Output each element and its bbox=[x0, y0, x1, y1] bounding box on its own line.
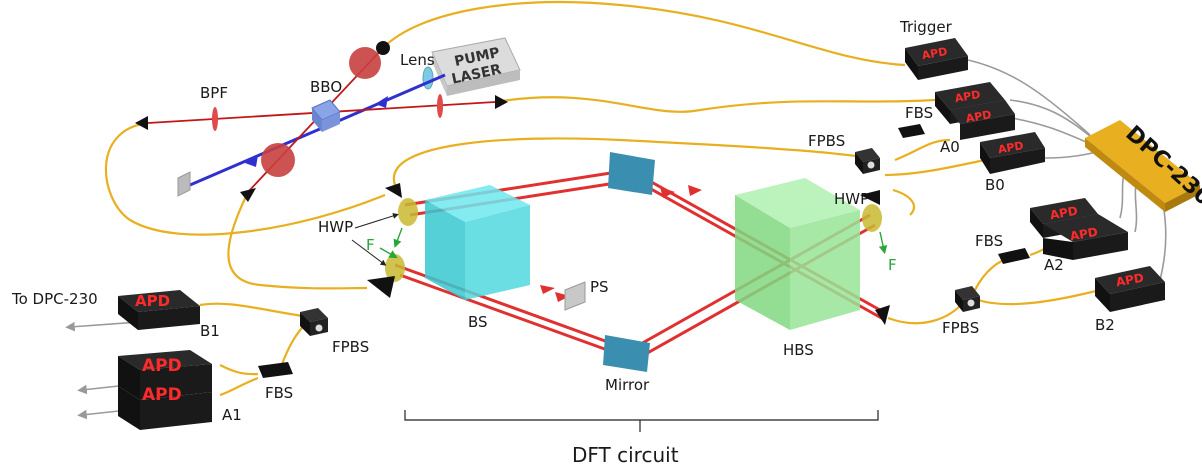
hbs-label: HBS bbox=[783, 341, 814, 359]
bpf-left bbox=[212, 107, 218, 131]
mirror-label: Mirror bbox=[605, 376, 650, 394]
pump-laser: PUMP LASER bbox=[431, 37, 521, 96]
b0-label: B0 bbox=[985, 176, 1005, 194]
detectors-right: APD Trigger APD APD A0 FBS FPBS bbox=[808, 18, 1202, 337]
svg-text:APD: APD bbox=[1069, 225, 1099, 244]
bpf-label: BPF bbox=[200, 84, 228, 102]
f-label-left: F bbox=[366, 236, 375, 254]
dft-circuit: BS HBS Mirror PS HWP HWP F F bbox=[318, 152, 897, 467]
phase-shifter bbox=[564, 281, 586, 311]
fpbs-left-label: FPBS bbox=[332, 338, 369, 356]
bbo-crystal bbox=[311, 99, 341, 132]
apd-b0: APD bbox=[980, 132, 1045, 174]
a2-label: A2 bbox=[1044, 256, 1064, 274]
fbs-a2-label: FBS bbox=[975, 232, 1003, 250]
dft-bracket bbox=[404, 410, 879, 432]
coupler-right bbox=[495, 95, 508, 109]
fiber-trigger bbox=[382, 0, 906, 67]
hwp-bottom-left bbox=[385, 254, 405, 282]
svg-text:APD: APD bbox=[142, 385, 182, 405]
apd-b2: APD bbox=[1095, 266, 1165, 312]
fiber-hwp-right bbox=[892, 188, 916, 216]
apd-b1: APD bbox=[118, 290, 200, 330]
fpbs-right bbox=[955, 286, 980, 312]
fbs-a0 bbox=[898, 124, 925, 138]
mirror-bottom bbox=[603, 335, 650, 372]
fpbs-top bbox=[855, 148, 880, 174]
lens-label: Lens bbox=[400, 51, 435, 69]
hwp-left-label: HWP bbox=[318, 218, 353, 236]
b1-label: B1 bbox=[200, 322, 220, 340]
svg-text:APD: APD bbox=[1049, 204, 1079, 223]
pump-beam bbox=[189, 73, 446, 187]
hwp-right-label: HWP bbox=[834, 190, 869, 208]
svg-text:APD: APD bbox=[142, 356, 182, 376]
fibers bbox=[104, 0, 1101, 397]
svg-text:APD: APD bbox=[997, 139, 1025, 156]
svg-text:APD: APD bbox=[1115, 271, 1145, 290]
bs-cube bbox=[425, 185, 530, 300]
bbo-label: BBO bbox=[310, 78, 342, 96]
dpc-230: DPC-230 bbox=[1085, 120, 1202, 212]
trigger-label: Trigger bbox=[899, 18, 953, 36]
mirror-top bbox=[608, 152, 655, 195]
fiber-left-loop bbox=[104, 121, 386, 236]
fbs-a1 bbox=[258, 362, 293, 378]
fiber-fpbs-b1 bbox=[199, 302, 316, 320]
svg-text:APD: APD bbox=[921, 45, 949, 62]
lens bbox=[422, 66, 434, 90]
fbs-a2 bbox=[998, 248, 1030, 264]
svg-text:APD: APD bbox=[954, 88, 982, 105]
hbs-cube bbox=[735, 178, 860, 330]
hwp-right bbox=[862, 204, 882, 232]
fiber-fbs1-a1a bbox=[219, 364, 259, 376]
apd-trigger: APD bbox=[905, 38, 968, 80]
detectors-left: APD B1 To DPC-230 APD APD A1 FBS FPBS bbox=[11, 290, 369, 430]
fbs-a1-label: FBS bbox=[265, 384, 293, 402]
fbs-a0-label: FBS bbox=[905, 104, 933, 122]
f-label-right: F bbox=[888, 256, 897, 274]
fpbs-top-label: FPBS bbox=[808, 132, 845, 150]
ps-label: PS bbox=[590, 278, 609, 296]
bpf-right bbox=[437, 94, 443, 118]
fiber-fpbs-b2 bbox=[977, 288, 1101, 306]
apd-a1: APD APD bbox=[118, 350, 212, 430]
fiber-fpbs-fbs bbox=[894, 138, 951, 162]
fpbs-left bbox=[300, 308, 328, 336]
fiber-left-lower bbox=[227, 191, 368, 290]
b2-label: B2 bbox=[1095, 316, 1115, 334]
source-region: PUMP LASER Lens BBO BPF bbox=[135, 37, 521, 202]
hwp-top-left bbox=[398, 198, 418, 226]
cable-trigger bbox=[967, 59, 1091, 136]
fpbs-right-label: FPBS bbox=[942, 319, 979, 337]
a1-label: A1 bbox=[222, 406, 242, 424]
cable-b1-out bbox=[65, 321, 141, 332]
coupler-top bbox=[376, 41, 390, 55]
a0-label: A0 bbox=[940, 138, 960, 156]
cone-top bbox=[349, 47, 381, 79]
apd-a2: APD APD bbox=[1030, 198, 1128, 260]
svg-text:APD: APD bbox=[965, 108, 993, 125]
apd-a0: APD APD bbox=[935, 82, 1015, 140]
fiber-fpbs-b0 bbox=[884, 158, 986, 177]
coupler-left bbox=[135, 116, 148, 130]
bs-label: BS bbox=[468, 313, 488, 331]
to-dpc-label: To DPC-230 bbox=[11, 290, 98, 308]
dft-circuit-label: DFT circuit bbox=[572, 443, 679, 467]
svg-text:APD: APD bbox=[135, 292, 170, 310]
fiber-top-fpbs bbox=[392, 137, 871, 186]
coupler-bottom bbox=[240, 188, 256, 202]
fiber-fbs1-a1b bbox=[219, 376, 259, 397]
cone-bottom bbox=[261, 143, 295, 177]
fiber-to-a0 bbox=[494, 96, 936, 113]
